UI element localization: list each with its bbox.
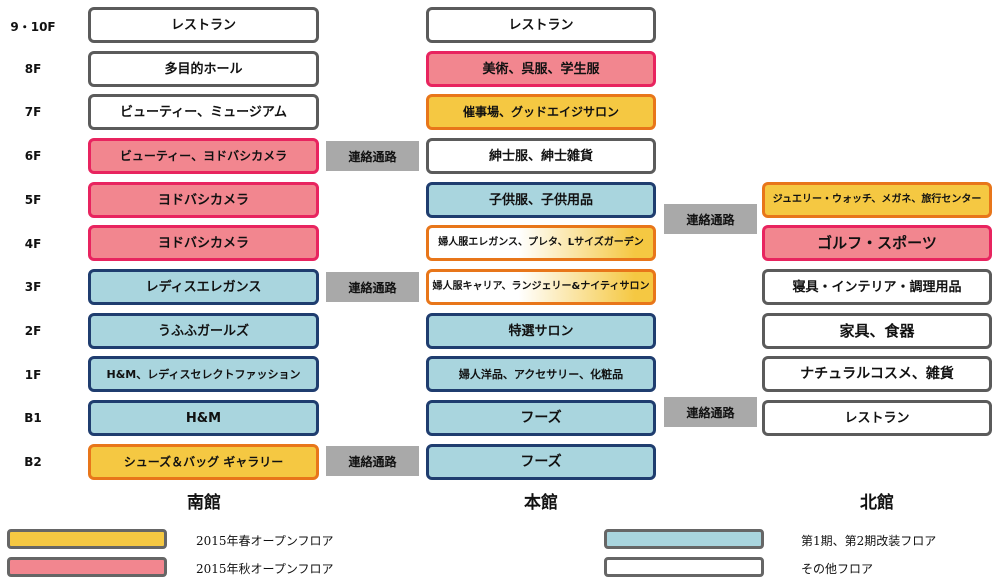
floor-label: B2: [24, 455, 42, 469]
south-floor-box: レディスエレガンス: [88, 269, 319, 305]
connecting-passage: 連絡通路: [326, 272, 419, 302]
main-floor-box: フーズ: [426, 400, 656, 436]
main-floor-box: 美術、呉服、学生服: [426, 51, 656, 87]
main-floor-box: 婦人服エレガンス、プレタ、Lサイズガーデン: [426, 225, 656, 261]
floor-label: 3F: [24, 280, 42, 294]
south-floor-box: シューズ＆バッグ ギャラリー: [88, 444, 319, 480]
legend-swatch-autumn: [7, 557, 167, 577]
legend-label-renovated: 第1期、第2期改装フロア: [801, 534, 937, 548]
legend-swatch-spring: [7, 529, 167, 549]
floor-label: 8F: [24, 62, 42, 76]
main-floor-box: 婦人洋品、アクセサリー、化粧品: [426, 356, 656, 392]
south-floor-box: レストラン: [88, 7, 319, 43]
floor-label: 1F: [24, 368, 42, 382]
main-floor-box: 紳士服、紳士雑貨: [426, 138, 656, 174]
main-floor-box: 催事場、グッドエイジサロン: [426, 94, 656, 130]
legend-label-autumn: 2015年秋オープンフロア: [196, 562, 334, 576]
north-floor-box: ナチュラルコスメ、雑貨: [762, 356, 992, 392]
north-floor-box: 家具、食器: [762, 313, 992, 349]
south-floor-box: ビューティー、ヨドバシカメラ: [88, 138, 319, 174]
south-floor-box: H&M: [88, 400, 319, 436]
main-floor-box: 婦人服キャリア、ランジェリー&ナイティサロン: [426, 269, 656, 305]
floor-label: B1: [24, 411, 42, 425]
building-name-main: 本館: [524, 493, 558, 513]
main-floor-box: フーズ: [426, 444, 656, 480]
floor-label: 5F: [24, 193, 42, 207]
floor-label: 7F: [24, 105, 42, 119]
south-floor-box: うふふガールズ: [88, 313, 319, 349]
north-floor-box: ジュエリー・ウォッチ、メガネ、旅行センター: [762, 182, 992, 218]
main-floor-box: レストラン: [426, 7, 656, 43]
building-name-north: 北館: [860, 493, 894, 513]
building-name-south: 南館: [187, 493, 221, 513]
legend-label-spring: 2015年春オープンフロア: [196, 534, 334, 548]
legend-swatch-other: [604, 557, 764, 577]
connecting-passage: 連絡通路: [664, 397, 757, 427]
legend-label-other: その他フロア: [801, 562, 874, 576]
floor-label: 9・10F: [10, 20, 56, 34]
south-floor-box: 多目的ホール: [88, 51, 319, 87]
main-floor-box: 子供服、子供用品: [426, 182, 656, 218]
floor-label: 4F: [24, 237, 42, 251]
south-floor-box: H&M、レディスセレクトファッション: [88, 356, 319, 392]
north-floor-box: 寝具・インテリア・調理用品: [762, 269, 992, 305]
floor-label: 2F: [24, 324, 42, 338]
connecting-passage: 連絡通路: [326, 141, 419, 171]
floor-label: 6F: [24, 149, 42, 163]
north-floor-box: ゴルフ・スポーツ: [762, 225, 992, 261]
south-floor-box: ビューティー、ミュージアム: [88, 94, 319, 130]
south-floor-box: ヨドバシカメラ: [88, 182, 319, 218]
south-floor-box: ヨドバシカメラ: [88, 225, 319, 261]
north-floor-box: レストラン: [762, 400, 992, 436]
connecting-passage: 連絡通路: [326, 446, 419, 476]
legend-swatch-renovated: [604, 529, 764, 549]
main-floor-box: 特選サロン: [426, 313, 656, 349]
connecting-passage: 連絡通路: [664, 204, 757, 234]
